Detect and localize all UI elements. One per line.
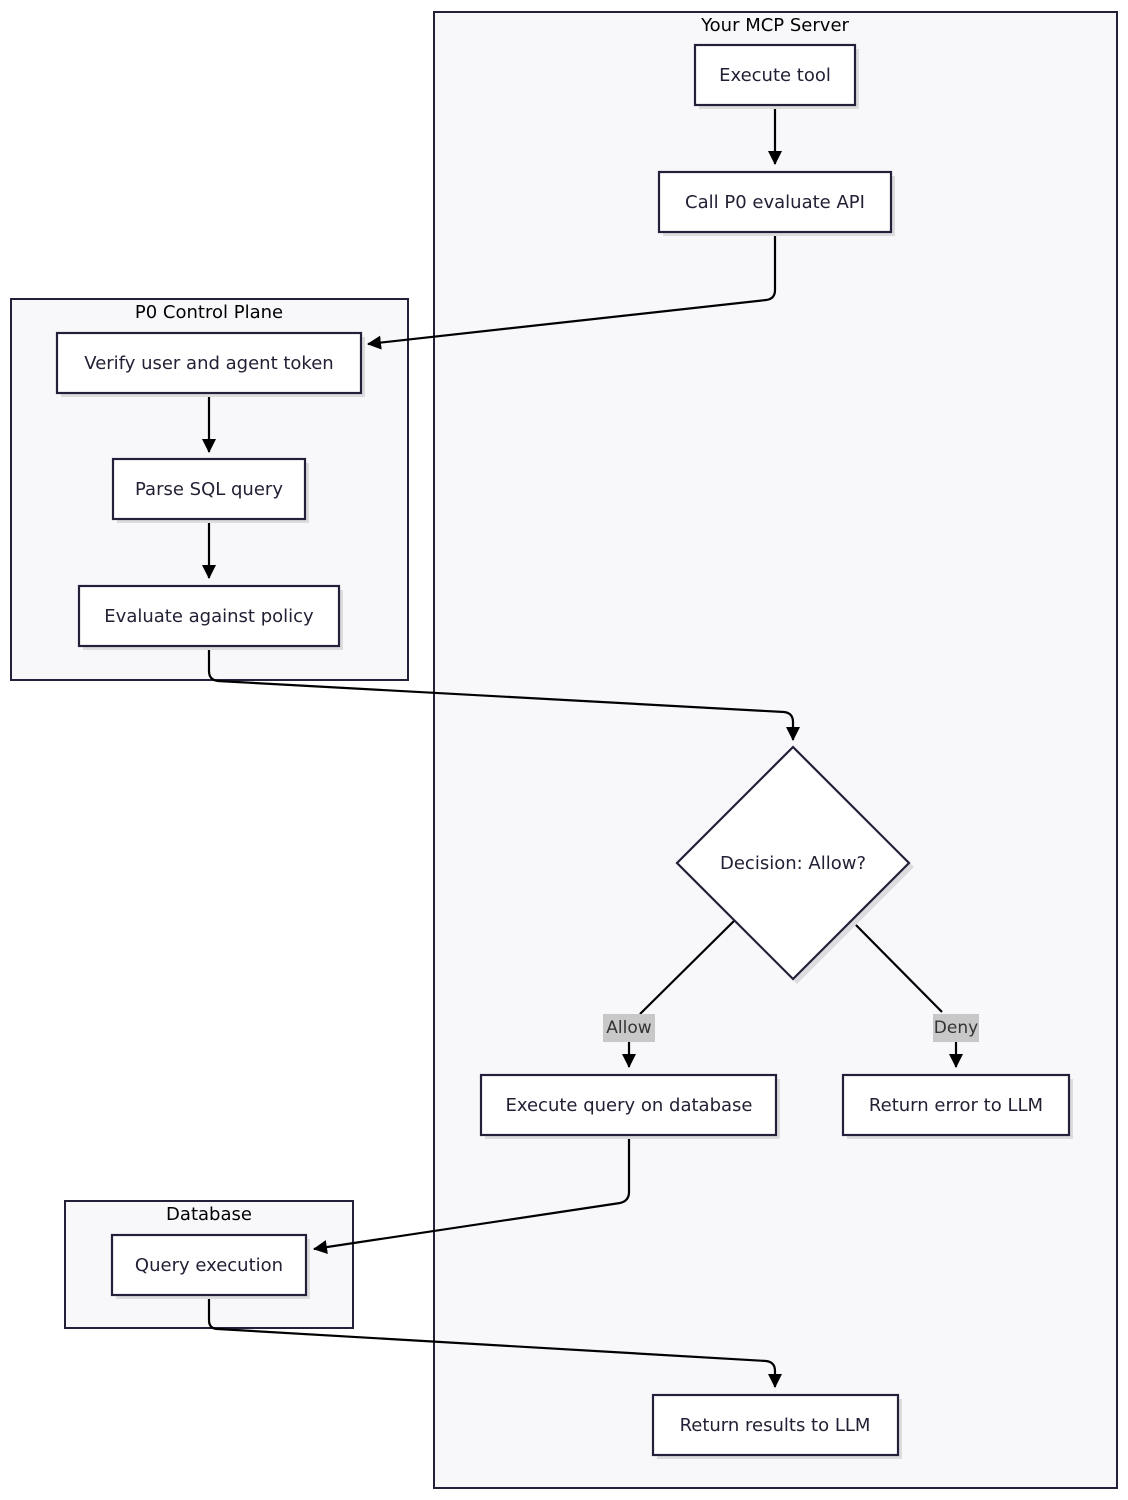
node-label-return-results: Return results to LLM <box>680 1415 871 1436</box>
edges <box>202 105 963 1388</box>
edge-evaluate-to-decision <box>207 646 800 741</box>
node-label-return-error: Return error to LLM <box>869 1095 1043 1116</box>
cluster-title-mcp-server: Your MCP Server <box>700 15 849 36</box>
edge-label-deny: Deny <box>933 1014 979 1042</box>
edge-label-allow-text: Allow <box>606 1018 651 1038</box>
node-parse-sql[interactable]: Parse SQL query <box>111 457 309 523</box>
node-label-execute-tool: Execute tool <box>719 65 831 86</box>
node-label-parse-sql: Parse SQL query <box>135 479 283 500</box>
node-return-error[interactable]: Return error to LLM <box>841 1073 1073 1139</box>
node-verify-token[interactable]: Verify user and agent token <box>55 331 365 397</box>
cluster-title-control-plane: P0 Control Plane <box>135 302 283 323</box>
edge-decision-to-allow <box>639 919 736 1015</box>
node-label-query-execution: Query execution <box>135 1255 283 1276</box>
edge-execute-query-to-db <box>313 1135 631 1254</box>
node-decision[interactable]: Decision: Allow? <box>675 745 914 984</box>
node-return-results[interactable]: Return results to LLM <box>651 1393 902 1459</box>
cluster-title-database: Database <box>166 1204 252 1225</box>
node-label-call-api: Call P0 evaluate API <box>685 192 865 213</box>
node-execute-query[interactable]: Execute query on database <box>479 1073 780 1139</box>
edge-label-deny-text: Deny <box>934 1018 978 1038</box>
node-label-evaluate-policy: Evaluate against policy <box>104 606 314 627</box>
node-label-decision: Decision: Allow? <box>720 853 866 874</box>
edge-db-to-results <box>207 1295 782 1388</box>
edge-label-allow: Allow <box>603 1014 655 1042</box>
node-query-execution[interactable]: Query execution <box>110 1233 310 1299</box>
node-call-api[interactable]: Call P0 evaluate API <box>657 170 895 236</box>
edge-call-to-verify <box>367 232 777 350</box>
node-execute-tool[interactable]: Execute tool <box>693 43 859 109</box>
node-label-verify-token: Verify user and agent token <box>84 353 333 374</box>
edge-decision-to-deny <box>850 919 943 1013</box>
node-evaluate-policy[interactable]: Evaluate against policy <box>77 584 343 650</box>
node-label-execute-query: Execute query on database <box>506 1095 753 1116</box>
